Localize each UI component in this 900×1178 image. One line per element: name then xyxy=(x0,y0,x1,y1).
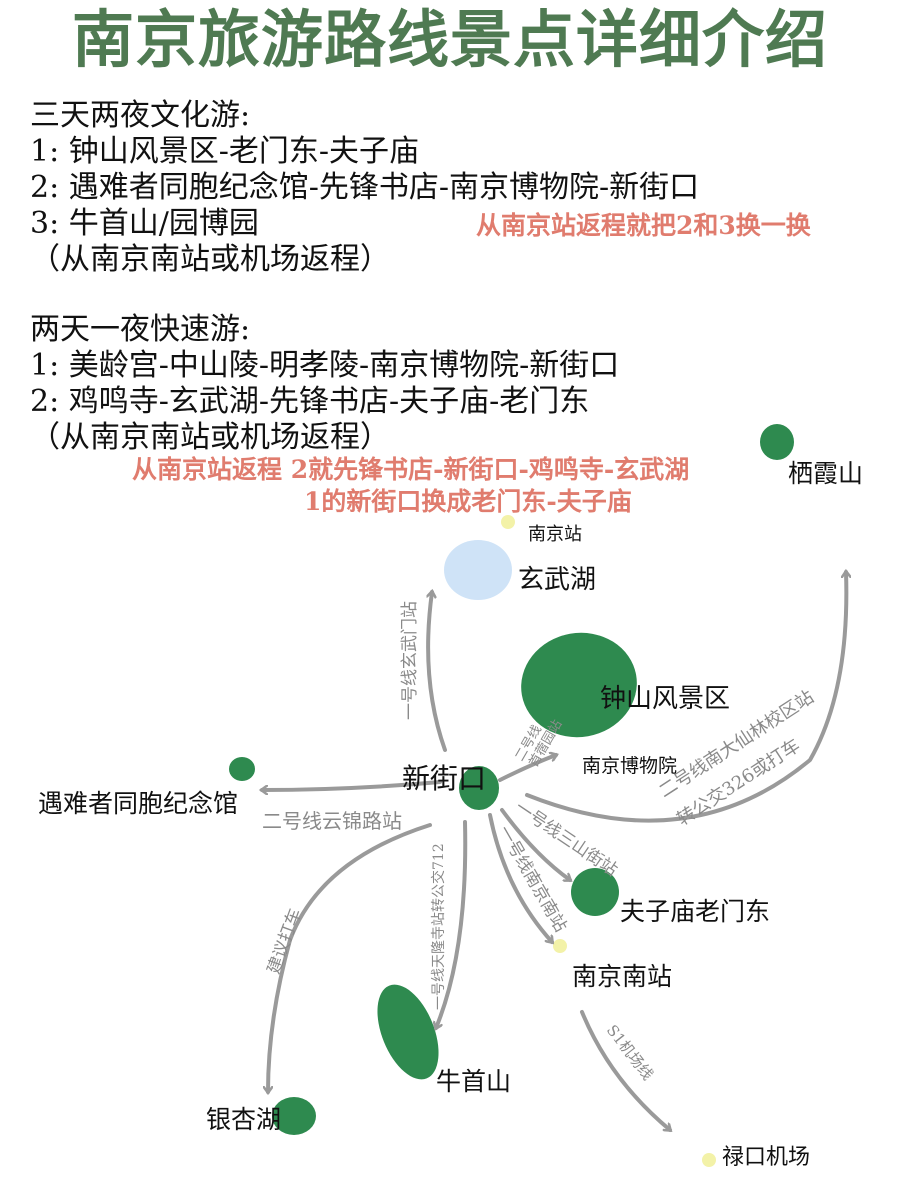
plan2-heading: 两天一夜快速游: xyxy=(30,312,251,347)
arrow-to-museum xyxy=(498,755,556,782)
label-xuanwu: 玄武湖 xyxy=(518,565,596,595)
label-yinxing: 银杏湖 xyxy=(206,1105,281,1134)
route-label-yinxing: 建议打车 xyxy=(264,906,306,977)
route-label-memorial: 二号线云锦路站 xyxy=(262,809,402,833)
qixia-marker xyxy=(760,424,794,460)
label-qixia: 栖霞山 xyxy=(788,459,863,488)
plan2-note-line1: 从南京站返程 2就先锋书店-新街口-鸡鸣寺-玄武湖 xyxy=(132,455,690,484)
arrow-to-qixia xyxy=(525,572,846,823)
label-memorial: 遇难者同胞纪念馆 xyxy=(38,789,238,818)
arrow-to-south xyxy=(488,813,552,942)
plan-two-days: 两天一夜快速游: 1: 美龄宫-中山陵-明孝陵-南京博物院-新街口 2: 鸡鸣寺… xyxy=(30,312,619,456)
plan1-note: 从南京站返程就把2和3换一换 xyxy=(476,211,811,240)
plan2-return: （从南京南站或机场返程） xyxy=(30,420,390,455)
xuanwu-lake-marker xyxy=(444,540,512,600)
lukou-dot xyxy=(702,1153,716,1167)
label-niushou: 牛首山 xyxy=(436,1067,511,1096)
nanjing-station-dot xyxy=(501,515,515,529)
plan2-note-line2: 1的新街口换成老门东-夫子庙 xyxy=(304,487,632,516)
route-label-xuanwu: 一号线玄武门站 xyxy=(400,601,420,720)
zhongshan-marker xyxy=(521,632,637,738)
plan1-day1: 1: 钟山风景区-老门东-夫子庙 xyxy=(30,134,420,169)
arrow-to-fuzimiao xyxy=(500,808,570,882)
yinxing-marker xyxy=(272,1097,316,1135)
arrow-to-yinxing xyxy=(268,823,432,1092)
plan1-return: （从南京南站或机场返程） xyxy=(30,242,390,277)
arrow-to-lukou xyxy=(580,1010,670,1130)
label-xinjiekou: 新街口 xyxy=(402,762,486,795)
plan1-day2: 2: 遇难者同胞纪念馆-先锋书店-南京博物院-新街口 xyxy=(30,170,700,205)
label-lukou: 禄口机场 xyxy=(722,1145,810,1170)
plan2-day1: 1: 美龄宫-中山陵-明孝陵-南京博物院-新街口 xyxy=(30,348,620,383)
plan2-day2: 2: 鸡鸣寺-玄武湖-先锋书店-夫子庙-老门东 xyxy=(30,384,590,419)
label-nanjing-south: 南京南站 xyxy=(572,962,672,991)
niushou-marker xyxy=(377,984,439,1080)
label-museum: 南京博物院 xyxy=(582,755,677,777)
route-label-niushou: 一号线天隆寺站转公交712 xyxy=(430,843,447,1010)
label-zhongshan: 钟山风景区 xyxy=(600,684,730,714)
memorial-marker xyxy=(229,757,255,781)
arrow-to-memorial xyxy=(262,780,442,790)
arrow-to-niushou xyxy=(436,820,468,1028)
fuzimiao-marker xyxy=(571,868,619,916)
plan-three-days: 三天两夜文化游: 1: 钟山风景区-老门东-夫子庙 2: 遇难者同胞纪念馆-先锋… xyxy=(30,98,699,278)
label-fuzimiao: 夫子庙老门东 xyxy=(620,897,770,926)
arrow-to-xuanwu xyxy=(426,592,447,752)
route-label-lukou: S1机场线 xyxy=(603,1021,657,1083)
plan1-day3: 3: 牛首山/园博园 xyxy=(30,206,259,241)
label-nanjing-station: 南京站 xyxy=(528,524,582,545)
plan1-heading: 三天两夜文化游: xyxy=(30,98,251,133)
nanjing-south-dot xyxy=(553,939,567,953)
xinjiekou-marker xyxy=(459,766,499,810)
page-title: 南京旅游路线景点详细介绍 xyxy=(71,3,828,76)
